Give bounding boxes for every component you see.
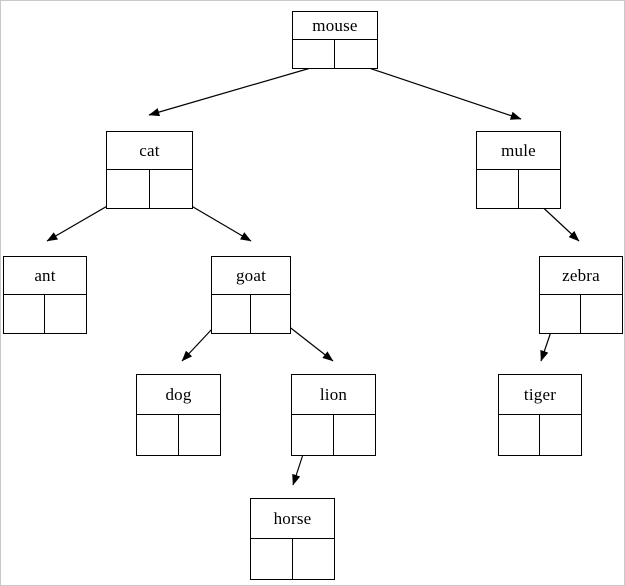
node-pointer-cells-mule (477, 170, 560, 208)
node-left-pointer-ant[interactable] (4, 295, 45, 333)
node-pointer-cells-mouse (293, 40, 377, 68)
tree-node-mule[interactable]: mule (476, 131, 561, 209)
node-right-pointer-tiger[interactable] (540, 415, 581, 455)
node-left-pointer-tiger[interactable] (499, 415, 540, 455)
node-left-pointer-lion[interactable] (292, 415, 334, 455)
tree-node-mouse[interactable]: mouse (292, 11, 378, 69)
tree-node-lion[interactable]: lion (291, 374, 376, 456)
node-pointer-cells-horse (251, 539, 334, 579)
node-right-pointer-ant[interactable] (45, 295, 86, 333)
node-label-goat: goat (212, 257, 290, 295)
edge-mouse-to-cat (148, 64, 322, 117)
node-label-mule: mule (477, 132, 560, 170)
node-left-pointer-dog[interactable] (137, 415, 179, 455)
node-label-cat: cat (107, 132, 192, 170)
edge-mouse-to-mule (353, 62, 522, 120)
node-right-pointer-horse[interactable] (293, 539, 335, 579)
node-right-pointer-dog[interactable] (179, 415, 221, 455)
node-left-pointer-cat[interactable] (107, 170, 150, 208)
node-left-pointer-mouse[interactable] (293, 40, 335, 68)
tree-node-ant[interactable]: ant (3, 256, 87, 334)
node-label-ant: ant (4, 257, 86, 295)
tree-node-goat[interactable]: goat (211, 256, 291, 334)
node-label-zebra: zebra (540, 257, 622, 295)
node-label-lion: lion (292, 375, 375, 415)
node-left-pointer-goat[interactable] (212, 295, 251, 333)
node-pointer-cells-lion (292, 415, 375, 455)
node-label-tiger: tiger (499, 375, 581, 415)
node-label-dog: dog (137, 375, 220, 415)
node-pointer-cells-dog (137, 415, 220, 455)
node-pointer-cells-goat (212, 295, 290, 333)
node-right-pointer-mouse[interactable] (335, 40, 377, 68)
tree-node-zebra[interactable]: zebra (539, 256, 623, 334)
tree-node-cat[interactable]: cat (106, 131, 193, 209)
tree-node-dog[interactable]: dog (136, 374, 221, 456)
node-right-pointer-cat[interactable] (150, 170, 193, 208)
node-label-horse: horse (251, 499, 334, 539)
node-label-mouse: mouse (293, 12, 377, 40)
node-pointer-cells-tiger (499, 415, 581, 455)
node-right-pointer-mule[interactable] (519, 170, 561, 208)
node-right-pointer-lion[interactable] (334, 415, 376, 455)
tree-node-tiger[interactable]: tiger (498, 374, 582, 456)
node-left-pointer-mule[interactable] (477, 170, 519, 208)
node-right-pointer-zebra[interactable] (581, 295, 622, 333)
node-right-pointer-goat[interactable] (251, 295, 290, 333)
tree-node-horse[interactable]: horse (250, 498, 335, 580)
node-left-pointer-horse[interactable] (251, 539, 293, 579)
node-left-pointer-zebra[interactable] (540, 295, 581, 333)
node-pointer-cells-zebra (540, 295, 622, 333)
node-pointer-cells-cat (107, 170, 192, 208)
node-pointer-cells-ant (4, 295, 86, 333)
